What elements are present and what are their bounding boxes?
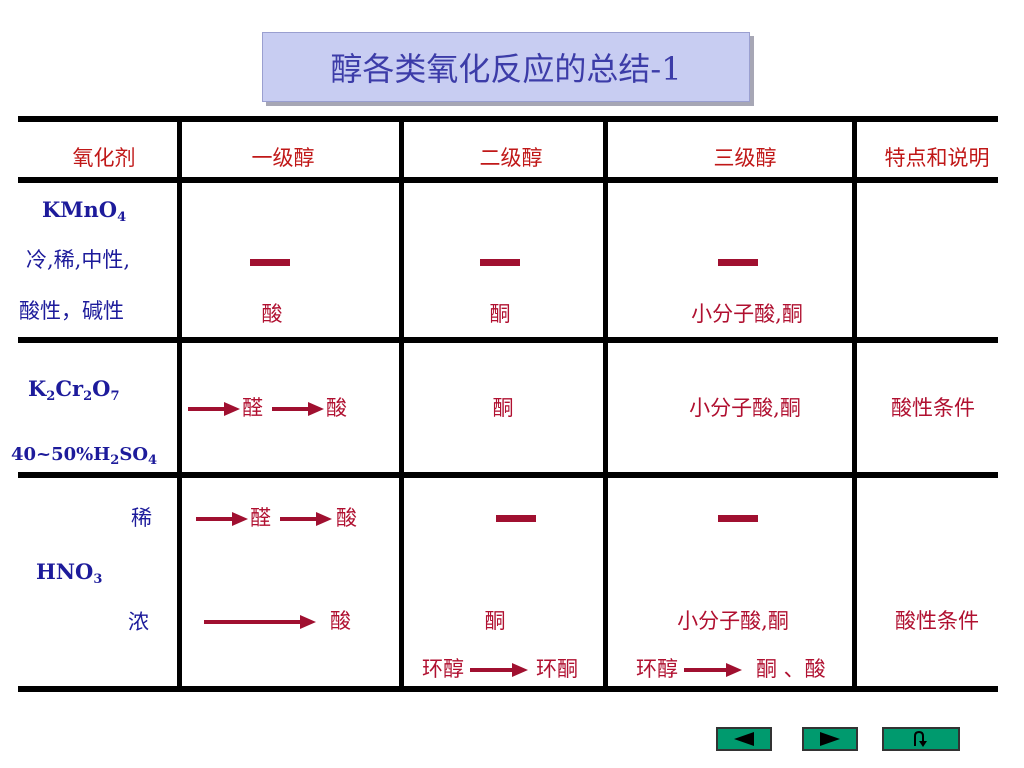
table-top-border: [18, 116, 998, 122]
reaction-arrow: [470, 663, 528, 677]
previous-slide-button[interactable]: [716, 727, 772, 751]
row2-tertiary-product: 小分子酸,酮: [689, 396, 801, 420]
row1-tertiary-product: 小分子酸,酮: [691, 302, 803, 326]
hno3-concentrated-label: 浓: [128, 610, 149, 634]
reaction-arrow: [272, 402, 324, 416]
col-divider-3: [603, 119, 608, 689]
row3-concentrated-product: 酸: [330, 609, 351, 633]
slide-title: 醇各类氧化反应的总结-1: [330, 50, 682, 88]
kmno4-condition-1: 冷,稀,中性,: [26, 248, 131, 272]
triangle-left-icon: [734, 732, 754, 746]
row2-secondary-product: 酮: [492, 396, 514, 420]
cyclic-alcohol-label: 环醇: [636, 657, 678, 681]
cyclic-ketone-label: 环酮: [536, 657, 578, 681]
col-divider-1: [177, 119, 182, 689]
row2-divider: [18, 472, 998, 478]
no-reaction-dash: [718, 515, 758, 522]
header-divider: [18, 177, 998, 183]
row3-dilute-intermediate: 醛: [250, 506, 271, 530]
row2-primary-intermediate: 醛: [242, 396, 263, 420]
reaction-arrow: [188, 402, 240, 416]
row2-note: 酸性条件: [891, 396, 975, 420]
reaction-arrow: [196, 512, 248, 526]
row3-note: 酸性条件: [895, 609, 979, 633]
header-primary: 一级醇: [251, 146, 315, 170]
col-divider-4: [852, 119, 857, 689]
header-tertiary: 三级醇: [713, 146, 777, 170]
row1-primary-product: 酸: [261, 302, 283, 326]
return-arrow-icon: [914, 730, 927, 747]
row2-primary-product: 酸: [326, 396, 347, 420]
slide-title-box: 醇各类氧化反应的总结-1: [262, 32, 750, 102]
col-divider-2: [399, 119, 404, 689]
no-reaction-dash: [496, 515, 536, 522]
hno3-formula: HNO3: [36, 559, 103, 587]
reaction-arrow: [280, 512, 332, 526]
row3-dilute-product: 酸: [336, 506, 357, 530]
tertiary-cyclic-products: 酮 、酸: [756, 657, 826, 681]
header-notes: 特点和说明: [884, 146, 990, 170]
header-reagent: 氧化剂: [72, 146, 136, 170]
no-reaction-dash: [718, 259, 758, 266]
row1-divider: [18, 337, 998, 343]
reaction-arrow: [204, 615, 316, 629]
triangle-right-icon: [820, 732, 840, 746]
kmno4-formula: KMnO4: [42, 197, 127, 225]
no-reaction-dash: [480, 259, 520, 266]
h2so4-condition: 40~50%H2SO4: [11, 444, 158, 468]
hno3-dilute-label: 稀: [131, 506, 152, 530]
table-bottom-border: [18, 686, 998, 692]
reaction-arrow: [684, 663, 742, 677]
return-button[interactable]: [882, 727, 960, 751]
k2cr2o7-formula: K2Cr2O7: [28, 376, 120, 404]
row3-tertiary-product: 小分子酸,酮: [677, 609, 789, 633]
header-secondary: 二级醇: [479, 146, 543, 170]
cyclic-alcohol-label: 环醇: [422, 657, 464, 681]
row3-secondary-product: 酮: [484, 609, 506, 633]
row1-secondary-product: 酮: [489, 302, 511, 326]
kmno4-condition-2: 酸性，碱性: [19, 299, 124, 323]
next-slide-button[interactable]: [802, 727, 858, 751]
no-reaction-dash: [250, 259, 290, 266]
